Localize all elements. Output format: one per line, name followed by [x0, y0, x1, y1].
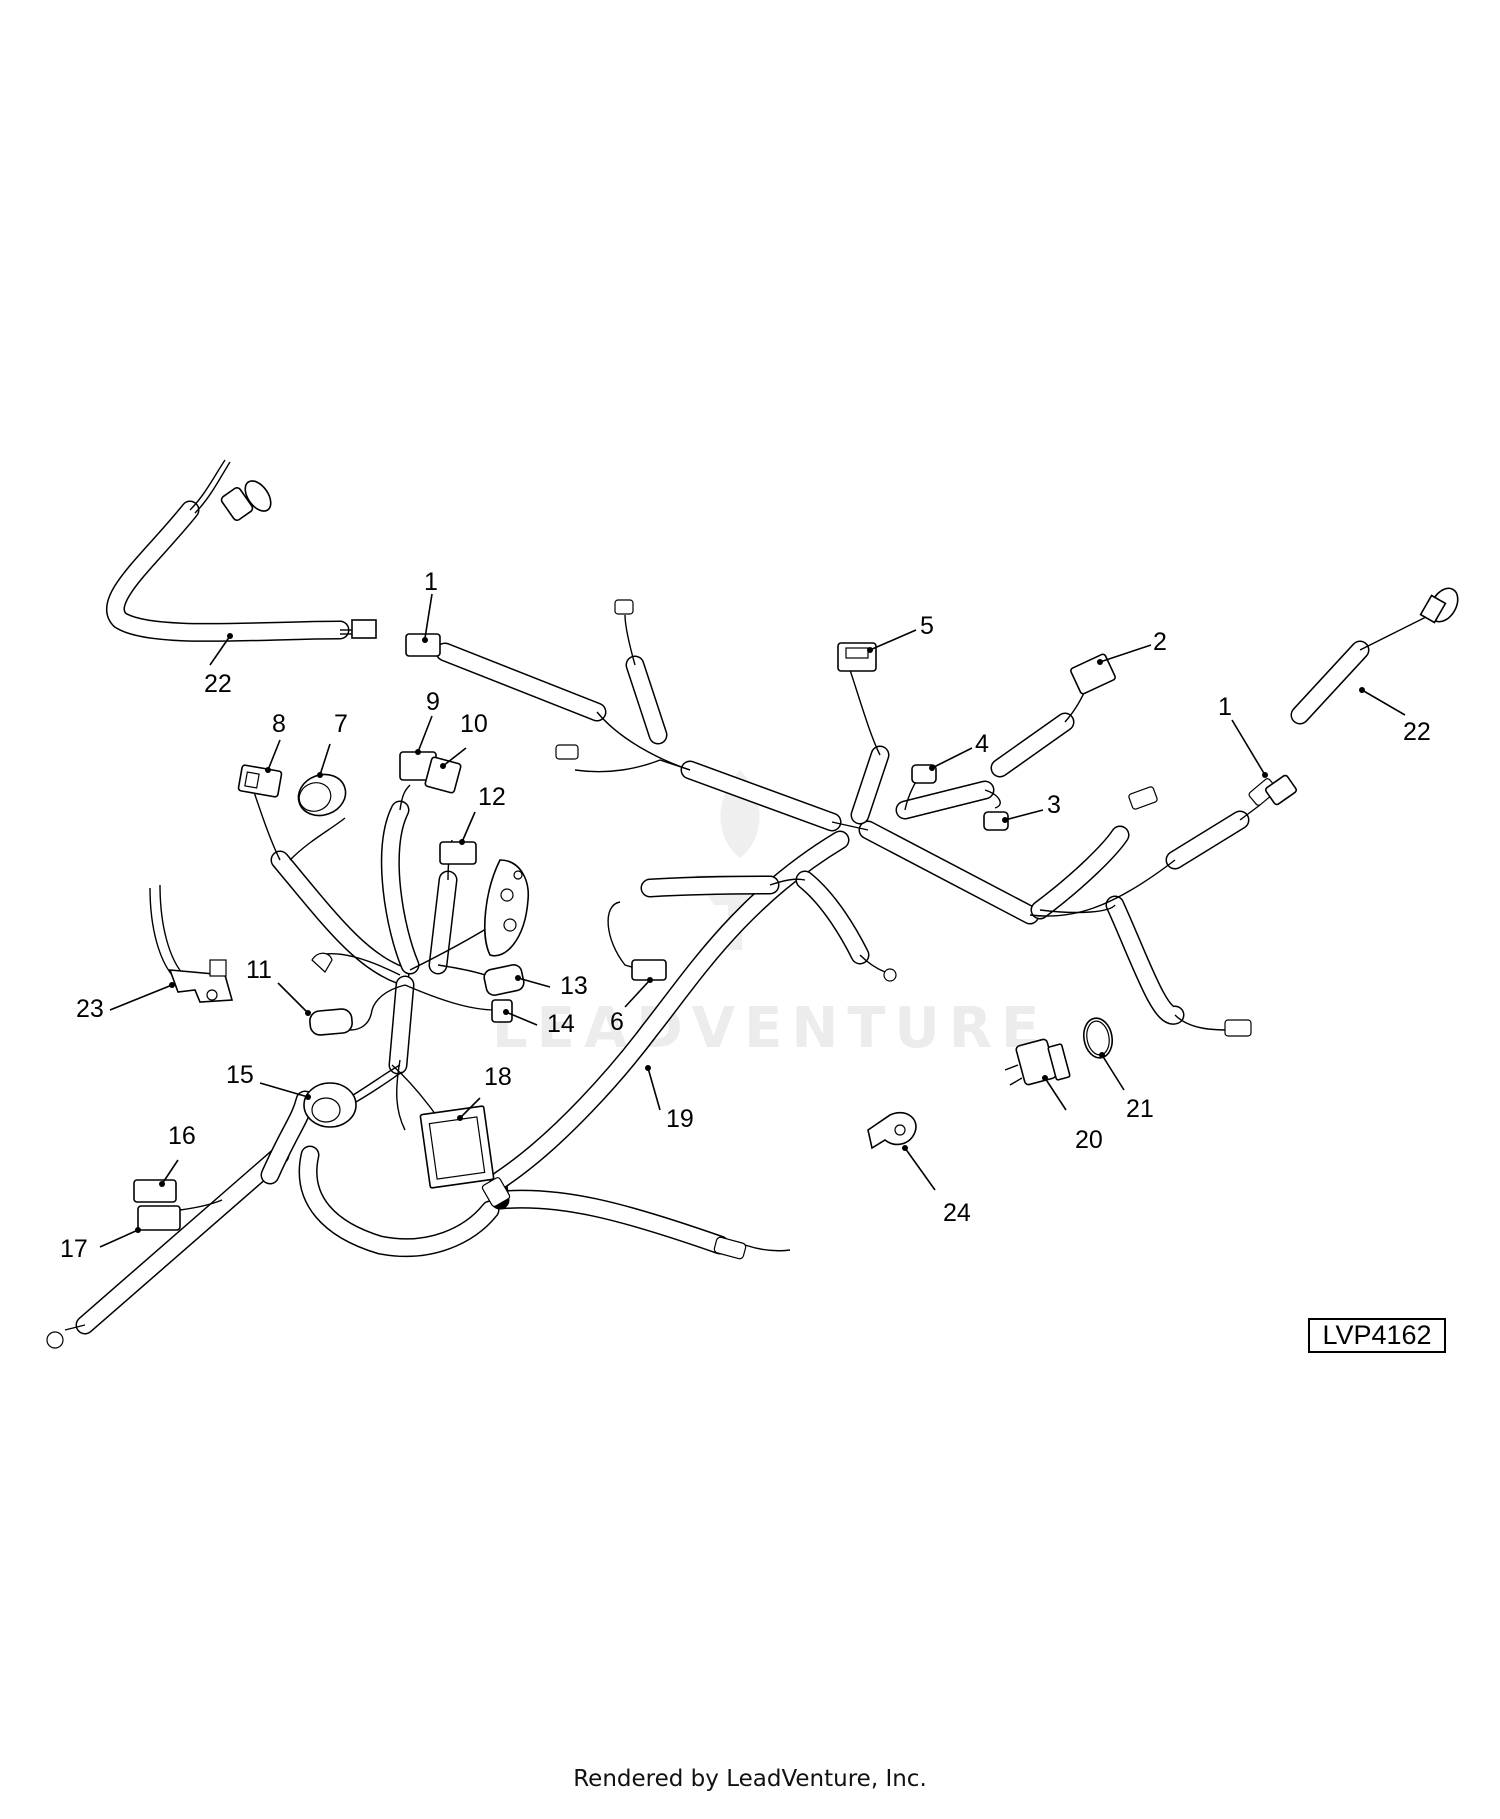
connector-2-icon: [1070, 653, 1116, 695]
connector-1-left-icon: [405, 633, 441, 657]
callout-14: 14: [547, 1010, 575, 1038]
callout-6: 6: [610, 1008, 624, 1036]
callout-7: 7: [334, 710, 348, 738]
callout-15: 15: [226, 1061, 254, 1089]
main-harness-trunk: [435, 587, 1459, 1037]
callout-1-right: 1: [1218, 693, 1232, 721]
connector-5-icon: [837, 642, 877, 672]
callout-9: 9: [426, 688, 440, 716]
callout-8: 8: [272, 710, 286, 738]
callout-21: 21: [1126, 1095, 1154, 1123]
clamp-24-icon: [867, 1111, 917, 1150]
connector-12-icon: [439, 841, 477, 865]
reference-code-box: LVP4162: [1308, 1318, 1446, 1353]
connector-9-10-icon: [399, 751, 462, 794]
callout-13: 13: [560, 972, 588, 1000]
connector-3-icon: [983, 811, 1009, 831]
connector-8-icon: [237, 764, 283, 798]
left-cluster-harness: [249, 779, 501, 1075]
left-extension-harness: [106, 459, 377, 642]
callout-24: 24: [943, 1199, 971, 1227]
callout-16: 16: [168, 1122, 196, 1150]
clip-icon: [311, 952, 333, 973]
callout-11: 11: [246, 956, 272, 984]
callout-5: 5: [920, 612, 934, 640]
callout-23: 23: [76, 995, 104, 1023]
callout-labels: 1 1 2 3 4 5 6 7 8 9 10 11 12 13 14 15 16…: [60, 568, 1431, 1263]
grommet-11-icon: [309, 1008, 353, 1036]
switch-assembly-icon: [484, 859, 529, 957]
connector-7-icon: [297, 773, 347, 817]
switch-23-icon: [149, 884, 234, 1003]
connector-14-icon: [491, 999, 513, 1023]
callout-4: 4: [975, 730, 989, 758]
round-connector-icon: [220, 480, 272, 522]
callout-19: 19: [666, 1105, 694, 1133]
connector-16-17-icon: [133, 1179, 223, 1231]
leader-lines: [99, 593, 1406, 1248]
relay-18-icon: [419, 1105, 495, 1189]
callout-12: 12: [478, 783, 506, 811]
callout-10: 10: [460, 710, 488, 738]
callout-22-right: 22: [1403, 718, 1431, 746]
reference-code: LVP4162: [1322, 1320, 1432, 1350]
callout-20: 20: [1075, 1126, 1103, 1154]
footer-credit: Rendered by LeadVenture, Inc.: [573, 1766, 927, 1792]
connector-6-icon: [631, 959, 667, 981]
connector-1-right-icon: [1264, 774, 1298, 806]
callout-22-left: 22: [204, 670, 232, 698]
grommet-13-icon: [483, 964, 525, 996]
lower-harness: [46, 830, 897, 1349]
o-ring-21-icon: [1082, 1017, 1114, 1059]
round-connector-icon: [1419, 587, 1459, 624]
callout-18: 18: [484, 1063, 512, 1091]
callout-3: 3: [1047, 791, 1061, 819]
callout-2: 2: [1153, 628, 1167, 656]
plug-connector-icon: [351, 619, 377, 639]
sensor-20-icon: [1004, 1038, 1071, 1086]
grommet-15-icon: [303, 1082, 357, 1128]
callout-1-left: 1: [424, 568, 438, 596]
callout-17: 17: [60, 1235, 88, 1263]
